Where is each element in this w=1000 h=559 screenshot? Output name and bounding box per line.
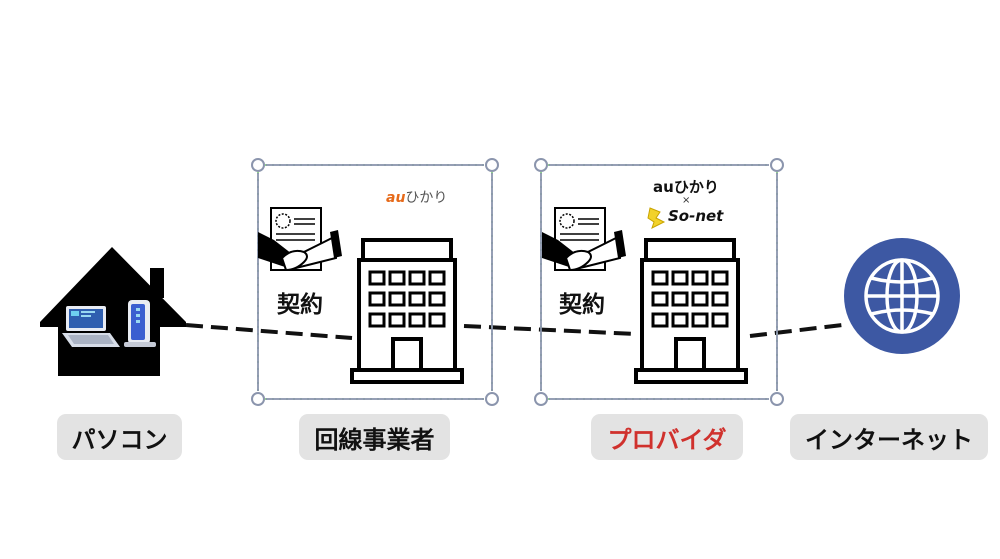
router-icon (124, 300, 156, 347)
sonet-logo-text: So-net (668, 207, 724, 225)
logo-cross: × (682, 195, 691, 206)
connection-lines (185, 323, 843, 340)
globe-icon (844, 238, 960, 354)
au-logo-text: au (386, 190, 406, 206)
au-logo-text: au (653, 178, 674, 196)
line-house-to-operator (185, 323, 353, 340)
handle-top-left[interactable] (534, 158, 548, 172)
hikari-logo-text: ひかり (405, 190, 448, 206)
handle-bottom-right[interactable] (770, 392, 784, 406)
building-icon-line-operator (350, 238, 464, 384)
label-internet: インターネット (790, 414, 988, 460)
selection-frame-provider[interactable] (534, 158, 784, 406)
line-provider-to-internet (749, 323, 843, 338)
contract-label-left: 契約 (277, 292, 323, 318)
handle-bottom-right[interactable] (485, 392, 499, 406)
hikari-logo-text: ひかり (673, 178, 719, 196)
sonet-logo-mark (647, 207, 666, 229)
line-operator-to-provider (463, 324, 637, 336)
au-hikari-logo-provider: auひかり (653, 176, 719, 197)
handle-top-right[interactable] (485, 158, 499, 172)
label-pc: パソコン (57, 414, 182, 460)
contract-label-right: 契約 (559, 292, 605, 318)
label-provider: プロバイダ (591, 414, 743, 460)
handle-bottom-left[interactable] (534, 392, 548, 406)
selection-frame-line-operator[interactable] (251, 158, 499, 406)
handle-top-right[interactable] (770, 158, 784, 172)
contract-handshake-icon-left (258, 207, 342, 272)
au-hikari-logo-line-operator: auひかり (386, 187, 447, 207)
house-icon (40, 247, 186, 376)
handle-top-left[interactable] (251, 158, 265, 172)
laptop-icon (62, 306, 120, 347)
handle-bottom-left[interactable] (251, 392, 265, 406)
building-icon-provider (634, 238, 748, 384)
contract-handshake-icon-right (542, 207, 626, 272)
label-line-operator: 回線事業者 (299, 414, 450, 460)
